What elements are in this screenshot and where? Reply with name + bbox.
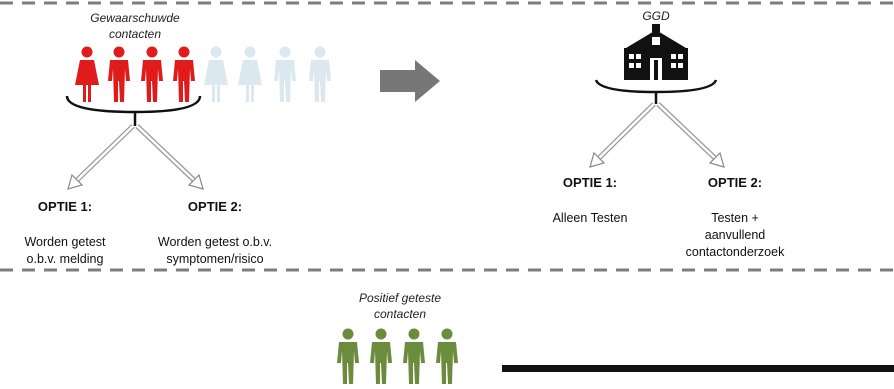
down-right-arrow-icon (656, 102, 725, 168)
male-person-icon (403, 328, 425, 384)
male-person-icon (141, 46, 163, 102)
male-person-icon (337, 328, 359, 384)
left-option1-desc-line2: o.b.v. melding (26, 252, 104, 266)
warned-contacts-title-line2: contacten (108, 27, 162, 41)
right-option1-desc: Alleen Testen (552, 211, 628, 225)
right-option1-title: OPTIE 1: (562, 175, 618, 190)
right-brace (594, 79, 718, 94)
right-option2-title: OPTIE 2: (707, 175, 763, 190)
warned-contacts-title-line1: Gewaarschuwde (90, 11, 180, 25)
ggd-title: GGD (642, 9, 670, 23)
left-option1-desc-line1: Worden getest (24, 235, 106, 249)
warned-contacts-group (75, 46, 331, 102)
warned-contacts-title: Gewaarschuwde contacten (60, 10, 210, 42)
left-option2-title: OPTIE 2: (187, 199, 243, 214)
positive-contacts-title: Positief geteste contacten (335, 290, 465, 322)
positive-contacts-title-line2: contacten (373, 307, 427, 321)
left-option2-desc-line1: Worden getest o.b.v. (157, 235, 273, 249)
female-person-icon (238, 46, 262, 102)
down-right-arrow-icon (135, 124, 204, 190)
bottom-black-bar (502, 365, 894, 372)
down-left-arrow-icon (67, 124, 135, 190)
male-person-icon (274, 46, 296, 102)
left-option1-desc: Worden getest o.b.v. melding (5, 234, 125, 268)
down-left-arrow-icon (589, 102, 656, 168)
positive-contacts-title-line1: Positief geteste (358, 291, 442, 305)
female-person-icon (204, 46, 228, 102)
right-option2-desc-line2: aanvullend (704, 228, 766, 242)
positive-contacts-group (337, 328, 458, 384)
male-person-icon (370, 328, 392, 384)
left-option2-desc-line2: symptomen/risico (166, 252, 264, 266)
right-option2-desc-line1: Testen + (711, 211, 759, 225)
building-icon (624, 24, 688, 80)
female-person-icon (75, 46, 99, 102)
male-person-icon (436, 328, 458, 384)
right-option2-desc-line3: contactonderzoek (685, 245, 785, 259)
male-person-icon (108, 46, 130, 102)
left-option1-title: OPTIE 1: (37, 199, 93, 214)
male-person-icon (173, 46, 195, 102)
right-arrow-icon (380, 60, 440, 102)
male-person-icon (309, 46, 331, 102)
left-option2-desc: Worden getest o.b.v. symptomen/risico (140, 234, 290, 268)
right-option2-desc: Testen + aanvullend contactonderzoek (660, 210, 810, 261)
